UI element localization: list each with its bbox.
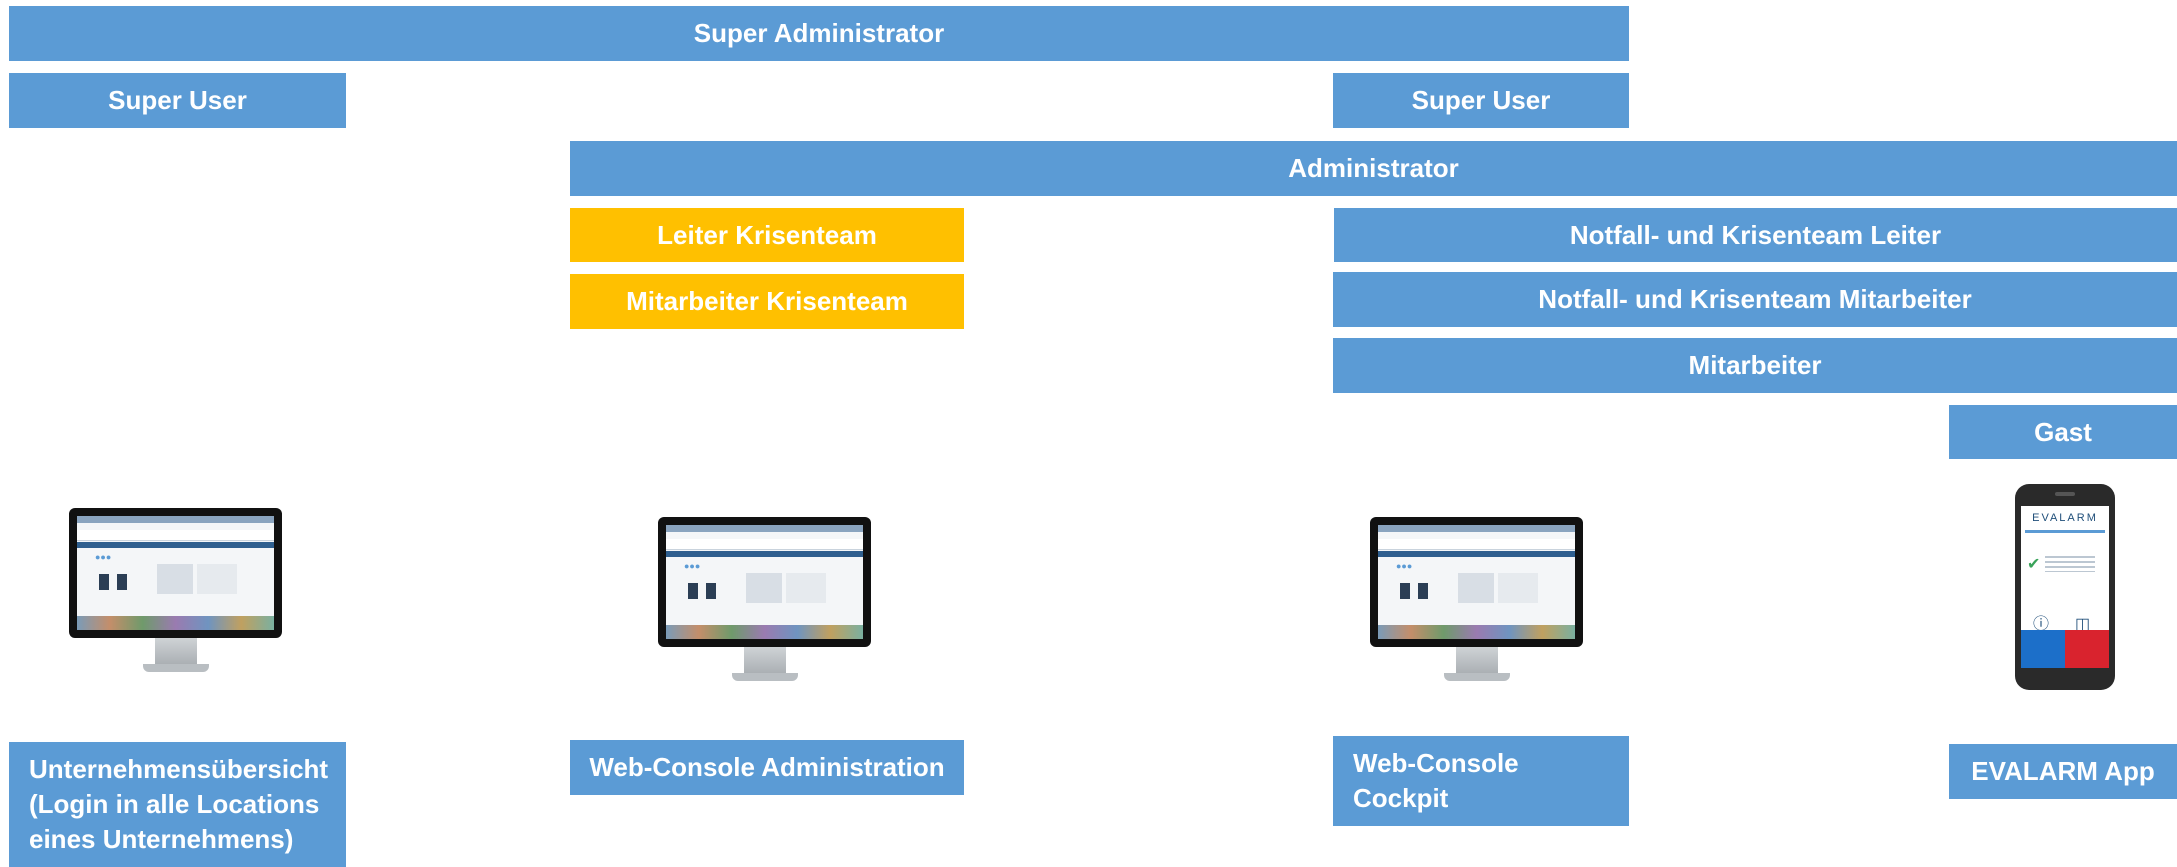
phone-screen: EVALARM ✔ ⓘ◫ (2021, 506, 2109, 668)
monitor-web-console-cockpit-image: ●●● (1370, 517, 1583, 687)
evalarm-logo: EVALARM (2032, 512, 2098, 524)
monitor-screen: ●●● (658, 517, 871, 647)
role-label: Gast (2034, 416, 2092, 447)
monitor-web-console-administration-image: ●●● (658, 517, 871, 687)
role-label: Notfall- und Krisenteam Leiter (1569, 219, 1942, 250)
app-label: Web-Console Cockpit (1353, 748, 1519, 813)
role-super-user-left: Super User (9, 73, 346, 128)
app-web-console-cockpit: Web-Console Cockpit (1333, 736, 1629, 826)
role-gast: Gast (1949, 405, 2177, 459)
role-label: Administrator (1288, 153, 1459, 183)
app-web-console-administration: Web-Console Administration (570, 740, 964, 795)
alarm-button-icon (2021, 630, 2065, 668)
info-map-icons: ⓘ◫ (2033, 616, 2109, 633)
role-label: Mitarbeiter (1688, 350, 1822, 380)
app-label: Web-Console Administration (589, 752, 945, 782)
monitor-screen: ●●● (69, 508, 282, 638)
monitor-screen: ●●● (1370, 517, 1583, 647)
role-super-administrator: Super Administrator (9, 6, 1629, 61)
monitor-unternehmensuebersicht-image: ●●● (69, 508, 282, 678)
role-label: Super User (1411, 85, 1551, 115)
role-administrator: Administrator (570, 141, 2177, 196)
role-label: Leiter Krisenteam (657, 219, 877, 250)
role-label: Mitarbeiter Krisenteam (626, 286, 908, 316)
role-label: Super Administrator (693, 18, 945, 48)
role-mitarbeiter: Mitarbeiter (1333, 338, 2177, 393)
role-notfall-mitarbeiter: Notfall- und Krisenteam Mitarbeiter (1333, 272, 2177, 327)
role-leiter-krisenteam: Leiter Krisenteam (570, 208, 964, 262)
role-mitarbeiter-krisenteam: Mitarbeiter Krisenteam (570, 274, 964, 329)
role-label: Super User (108, 85, 247, 115)
role-label: Notfall- und Krisenteam Mitarbeiter (1538, 284, 1972, 314)
check-icon: ✔ (2027, 556, 2041, 573)
app-unternehmensuebersicht: Unternehmensübersicht (Login in alle Loc… (9, 742, 346, 867)
app-evalarm: EVALARM App (1949, 744, 2177, 799)
role-notfall-leiter: Notfall- und Krisenteam Leiter (1334, 208, 2177, 262)
app-label: EVALARM App (1971, 756, 2155, 786)
smartphone-evalarm-image: EVALARM ✔ ⓘ◫ (2015, 484, 2115, 690)
role-super-user-right: Super User (1333, 73, 1629, 128)
app-label: Unternehmensübersicht (Login in alle Loc… (29, 754, 329, 854)
emergency-call-button-icon (2065, 630, 2109, 668)
